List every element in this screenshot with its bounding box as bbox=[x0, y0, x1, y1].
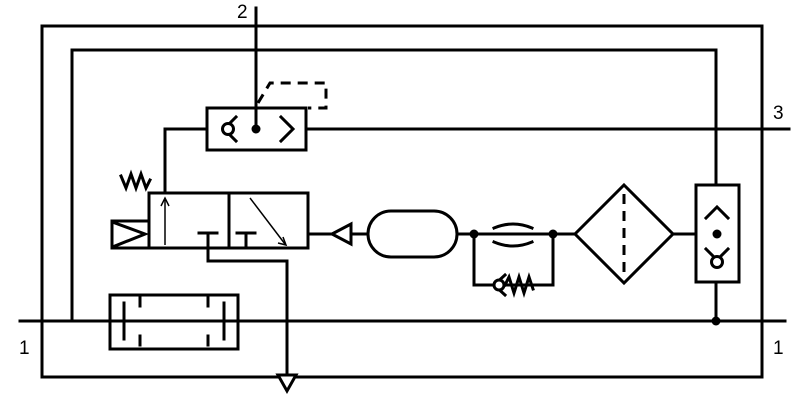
exhaust-triangle-icon bbox=[275, 373, 299, 395]
manual-shutoff-valve bbox=[108, 293, 240, 351]
port-1-right-label: 1 bbox=[773, 338, 784, 359]
exhaust-line bbox=[206, 246, 289, 377]
directional-control-valve bbox=[147, 191, 310, 250]
pilot-dashed-line bbox=[256, 81, 328, 110]
top-shuttle-valve bbox=[205, 106, 308, 152]
flow-control-valve bbox=[469, 222, 558, 299]
port-3-label: 3 bbox=[773, 103, 784, 124]
junction-dot-main bbox=[711, 316, 721, 326]
right-shuttle-valve bbox=[694, 183, 741, 284]
valve-spring-icon bbox=[119, 169, 153, 193]
solenoid-actuator bbox=[110, 219, 151, 250]
shuttle-to-valve-line bbox=[163, 127, 209, 195]
port-1-left-label: 1 bbox=[19, 338, 30, 359]
port-2-label: 2 bbox=[237, 2, 248, 23]
pressure-source-triangle-icon bbox=[328, 221, 353, 247]
air-reservoir bbox=[366, 209, 459, 259]
outer-enclosure bbox=[40, 24, 764, 379]
air-filter bbox=[572, 182, 676, 286]
